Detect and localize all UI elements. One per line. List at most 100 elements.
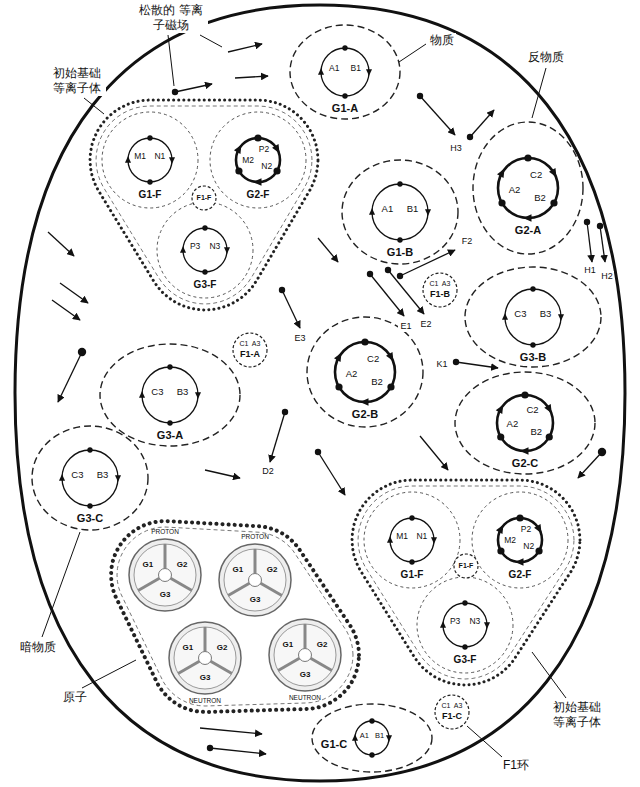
field-dot bbox=[397, 273, 403, 279]
charge-ring bbox=[183, 228, 227, 272]
field-arrow bbox=[210, 748, 266, 754]
generation-boundary bbox=[312, 704, 432, 772]
charge-label: B1 bbox=[407, 203, 419, 213]
f1-circle bbox=[192, 186, 216, 210]
generation-boundary bbox=[465, 267, 601, 367]
charge-dot bbox=[497, 433, 504, 440]
nucleon-shell bbox=[169, 622, 241, 694]
ring-arrowhead bbox=[523, 214, 532, 222]
charge-label: B3 bbox=[97, 469, 109, 479]
generation-ring: P3N3G3-F bbox=[153, 198, 257, 302]
charge-dot bbox=[546, 433, 553, 440]
field-dot bbox=[207, 745, 213, 751]
field-arrow bbox=[318, 452, 345, 495]
ring-arrowhead bbox=[386, 735, 392, 742]
charge-label: P2 bbox=[259, 145, 269, 154]
group-heading: 初始基础 等离子体 bbox=[548, 700, 606, 730]
charge-dot bbox=[387, 383, 394, 390]
atom-cluster: 原子G1G2G3PROTONG1G2G3PROTONG1G2G3NEUTRONG… bbox=[107, 517, 363, 716]
charge-dot bbox=[462, 644, 467, 649]
callout-label: 暗物质 bbox=[18, 640, 58, 655]
ring-arrowhead bbox=[484, 622, 490, 629]
charge-label: N1 bbox=[154, 153, 165, 162]
nucleon-shell bbox=[129, 539, 201, 611]
field-arrow bbox=[600, 226, 605, 262]
generation-ring: P2M2N2G2-F bbox=[206, 108, 310, 212]
charge-ring bbox=[321, 48, 369, 96]
quark-label: G2 bbox=[267, 566, 278, 575]
generation-ring: P2M2N2G2-F bbox=[468, 488, 572, 592]
quark-divider bbox=[278, 658, 299, 670]
ring-name: F1-C bbox=[442, 712, 462, 722]
field-arrow bbox=[370, 274, 404, 316]
field-arrow bbox=[58, 352, 82, 402]
nucleon: G1G2G3PROTON bbox=[125, 525, 205, 625]
quark-label: G1 bbox=[283, 641, 294, 650]
generation-boundary bbox=[455, 372, 595, 474]
field-arrow bbox=[175, 84, 212, 92]
leader-line bbox=[399, 44, 426, 62]
callout-label: 反物质 bbox=[526, 50, 566, 65]
quark-label: G2 bbox=[217, 644, 228, 653]
charge-label: M1 bbox=[134, 153, 146, 162]
generation-ring: A1B1G1-B bbox=[338, 156, 462, 268]
group-outline bbox=[111, 521, 359, 712]
ring-arrowhead bbox=[234, 145, 241, 154]
ring-arrowhead bbox=[534, 524, 541, 533]
charge-ring bbox=[497, 395, 553, 451]
charge-dot bbox=[167, 420, 172, 425]
nucleon-core bbox=[199, 652, 212, 665]
generation-label: G1-A bbox=[332, 102, 358, 114]
field-dot bbox=[467, 134, 473, 140]
callout-label: 物质 bbox=[428, 33, 456, 48]
charge-label: B1 bbox=[375, 732, 384, 740]
generation-ring: C3B3G3-C bbox=[28, 422, 152, 534]
charge-dot bbox=[369, 752, 374, 757]
group-inner-outline bbox=[117, 527, 353, 706]
generation-boundary bbox=[32, 426, 148, 530]
quark-divider bbox=[254, 549, 257, 574]
ring-name: F1-B bbox=[430, 290, 450, 300]
quark-divider bbox=[178, 661, 199, 673]
charge-label: B1 bbox=[351, 64, 361, 73]
plasma-group: 初始基础 等离子体M1N1G1-FP2M2N2G2-FP3N3G3-FF1-F bbox=[86, 96, 322, 314]
field-dot bbox=[282, 409, 288, 415]
ring-arrowhead bbox=[497, 169, 504, 178]
field-arrow bbox=[420, 436, 448, 470]
charge-dot bbox=[397, 181, 402, 186]
field-dot bbox=[172, 89, 178, 95]
callout-label: 松散的 等离子磁场 bbox=[134, 3, 208, 33]
nucleon-outline bbox=[215, 530, 295, 630]
ring-arrowhead bbox=[515, 558, 524, 566]
charge-dot bbox=[167, 364, 172, 369]
ring-arrowhead bbox=[180, 246, 186, 253]
quark-label: G3 bbox=[200, 673, 211, 682]
charge-dot bbox=[550, 199, 557, 206]
quark-divider bbox=[138, 578, 159, 590]
generation-ring: M1N1G1-F bbox=[98, 108, 202, 212]
generation-boundary bbox=[290, 25, 400, 119]
ring-arrowhead bbox=[502, 313, 508, 320]
charge-dot bbox=[535, 547, 542, 554]
nucleon-name: NEUTRON bbox=[189, 697, 221, 704]
f1-ring: C1A3F1-C bbox=[431, 691, 473, 733]
ring-name: F1-F bbox=[197, 194, 212, 202]
generation-ring: C3B3G3-A bbox=[96, 340, 244, 450]
charge-label: M2 bbox=[242, 156, 254, 165]
charge-label: B3 bbox=[540, 308, 552, 318]
field-arrow bbox=[318, 238, 338, 262]
ring-name: F1-F bbox=[459, 562, 474, 570]
ring-arrowhead bbox=[360, 398, 369, 406]
leader-line bbox=[42, 532, 80, 637]
charge-label: M2 bbox=[504, 536, 516, 545]
quark-divider bbox=[261, 583, 282, 595]
charge-ring bbox=[355, 721, 389, 755]
quark-label: G2 bbox=[317, 641, 328, 650]
ring-arrowhead bbox=[115, 475, 121, 482]
nucleon-inner bbox=[174, 627, 236, 689]
nucleon-shell bbox=[269, 619, 341, 691]
generation-label: G2-F bbox=[247, 189, 270, 200]
quark-label: G1 bbox=[233, 566, 244, 575]
group-outline bbox=[90, 100, 318, 310]
